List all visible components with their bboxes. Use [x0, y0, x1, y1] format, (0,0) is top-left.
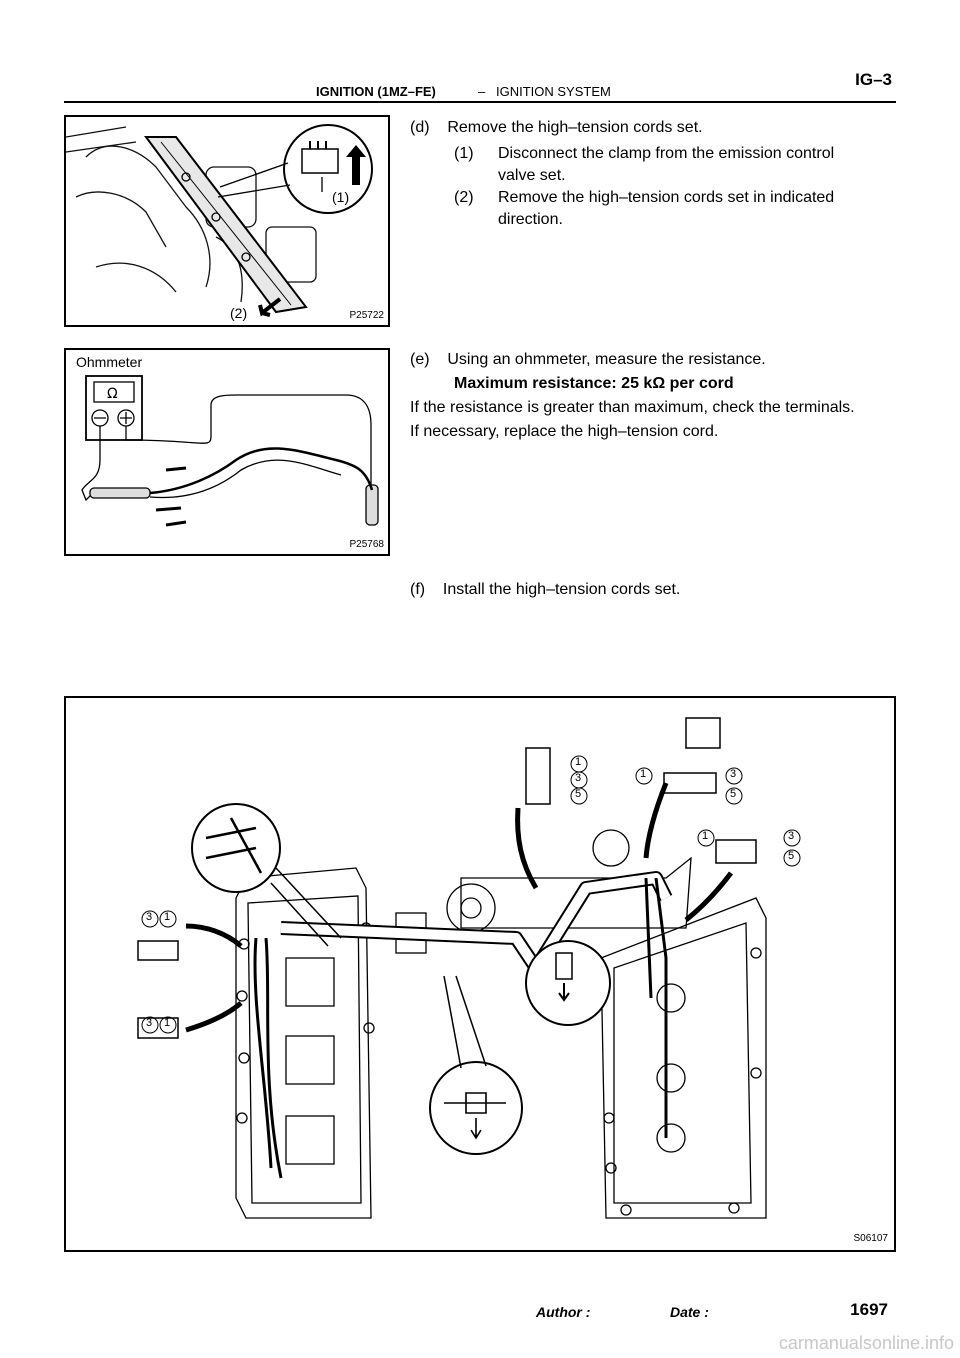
step-f-title: (f) Install the high–tension cords set.	[410, 581, 681, 598]
fig2-code: P25768	[349, 539, 384, 550]
step-d-sub2-number: (2)	[454, 189, 474, 206]
step-d-sub2-line1: Remove the high–tension cords set in ind…	[498, 189, 835, 206]
fig3-label-3c: 3	[788, 830, 795, 842]
fig2-ohmmeter-label: Ohmmeter	[76, 354, 143, 370]
figure-remove-cords-drawing	[66, 124, 373, 317]
fig3-label-5c: 5	[788, 850, 795, 862]
step-e-title: (e) Using an ohmmeter, measure the resis…	[410, 351, 766, 368]
fig3-label-3d: 3	[146, 911, 153, 923]
svg-text:Ω: Ω	[107, 386, 118, 402]
step-e-note-1: If the resistance is greater than maximu…	[410, 399, 855, 416]
fig3-code: S06107	[853, 1233, 888, 1244]
fig3-label-1a: 1	[575, 756, 582, 768]
header-page-code: IG–3	[855, 70, 892, 89]
figure-ohmmeter-test: Ohmmeter Ω P25768	[64, 348, 390, 556]
footer-date-label: Date :	[670, 1304, 709, 1320]
fig1-code: P25722	[349, 310, 384, 321]
figure-ohmmeter-drawing: Ω	[81, 375, 379, 527]
step-d-sub2-line2: direction.	[498, 211, 563, 228]
fig3-label-1e: 1	[164, 1017, 171, 1029]
fig1-callout-2: (2)	[230, 305, 248, 321]
fig3-label-1c: 1	[702, 830, 709, 842]
fig3-label-1d: 1	[164, 911, 171, 923]
figure-cord-routing-drawing	[137, 717, 801, 1219]
figure-cord-routing: 1 3 5 1 3 5 1 3 5 3 1 3 1 S06107	[64, 696, 896, 1252]
step-d-title: (d) Remove the high–tension cords set.	[410, 119, 703, 136]
figure-remove-cords: (1) (2) P25722	[64, 115, 390, 327]
header-rule	[64, 101, 896, 103]
fig3-label-5a: 5	[575, 788, 582, 800]
header-subsection-title: IGNITION SYSTEM	[496, 84, 611, 99]
fig3-label-3a: 3	[575, 772, 582, 784]
watermark: carmanualsonline.info	[778, 1333, 954, 1353]
footer-page-number: 1697	[850, 1300, 888, 1319]
fig3-label-3e: 3	[146, 1017, 153, 1029]
header-section-title: IGNITION (1MZ–FE)	[316, 84, 436, 99]
fig1-callout-1: (1)	[332, 189, 350, 205]
step-d-sub1-line1: Disconnect the clamp from the emission c…	[498, 145, 835, 162]
fig3-label-5b: 5	[730, 788, 737, 800]
step-d-sub1-number: (1)	[454, 145, 474, 162]
footer-author-label: Author :	[536, 1304, 591, 1320]
header-separator: –	[478, 84, 486, 99]
step-e-note-2: If necessary, replace the high–tension c…	[410, 423, 719, 440]
step-d-sub1-line2: valve set.	[498, 167, 566, 184]
step-e-spec: Maximum resistance: 25 kΩ per cord	[454, 375, 734, 392]
fig3-label-1b: 1	[640, 768, 647, 780]
fig3-label-3b: 3	[730, 768, 737, 780]
